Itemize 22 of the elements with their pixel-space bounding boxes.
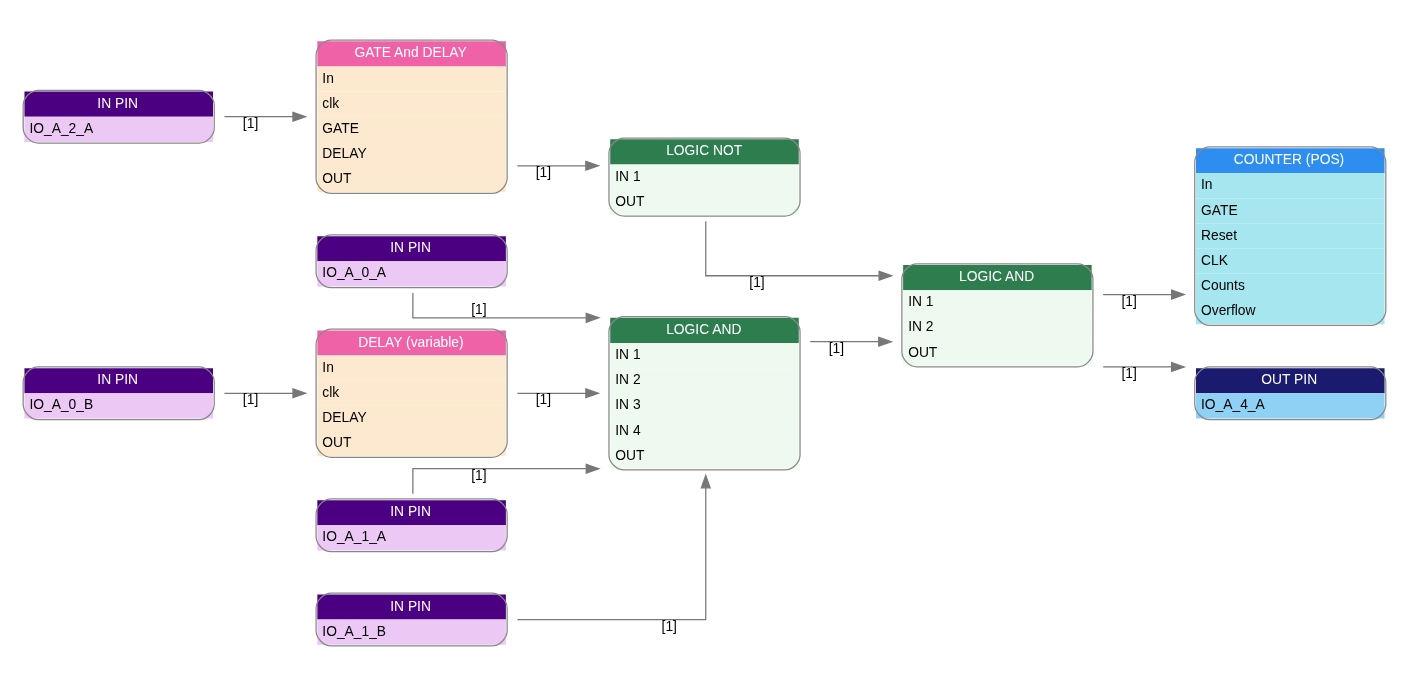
arrow xyxy=(705,220,894,281)
edge-label: [1] xyxy=(1121,292,1137,309)
arrow xyxy=(412,291,601,323)
arrow xyxy=(223,387,308,399)
edge-label: [1] xyxy=(749,273,765,290)
arrow xyxy=(412,462,601,494)
edge-label: [1] xyxy=(1121,364,1137,381)
edge-label: [1] xyxy=(471,466,487,483)
arrow xyxy=(1102,288,1187,300)
arrow xyxy=(516,387,601,399)
edge-label: [1] xyxy=(242,114,259,131)
edge-label: [1] xyxy=(471,300,487,317)
arrow xyxy=(516,159,601,171)
arrow xyxy=(516,472,712,620)
edge-label: [1] xyxy=(828,339,844,356)
arrow xyxy=(223,110,308,122)
arrow xyxy=(809,335,894,347)
edge-label: [1] xyxy=(661,617,677,634)
edge-label: [1] xyxy=(535,163,552,180)
edge-label: [1] xyxy=(535,390,552,407)
arrow xyxy=(1102,361,1187,372)
edge-label: [1] xyxy=(242,390,259,407)
